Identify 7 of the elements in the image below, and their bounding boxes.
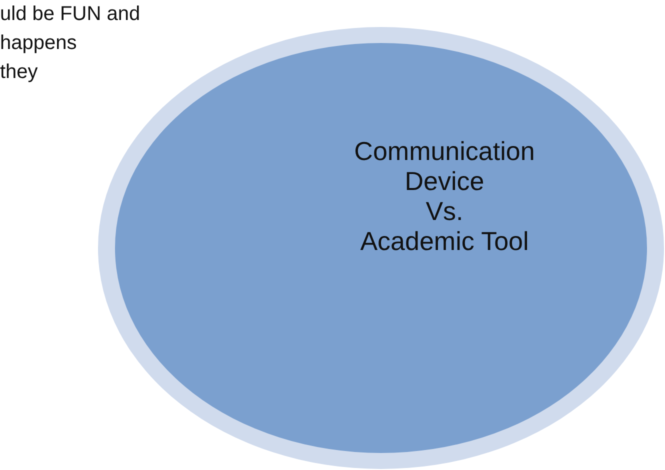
ellipse-text: Academic Tool xyxy=(360,226,529,256)
ellipse-text: Communication Device xyxy=(353,136,536,196)
note-text: they xyxy=(0,60,39,85)
note-text: happens xyxy=(0,31,78,56)
topic-ellipse xyxy=(97,26,665,470)
ellipse-text: Vs. xyxy=(426,196,464,226)
note-text: uld be FUN and xyxy=(0,2,142,27)
